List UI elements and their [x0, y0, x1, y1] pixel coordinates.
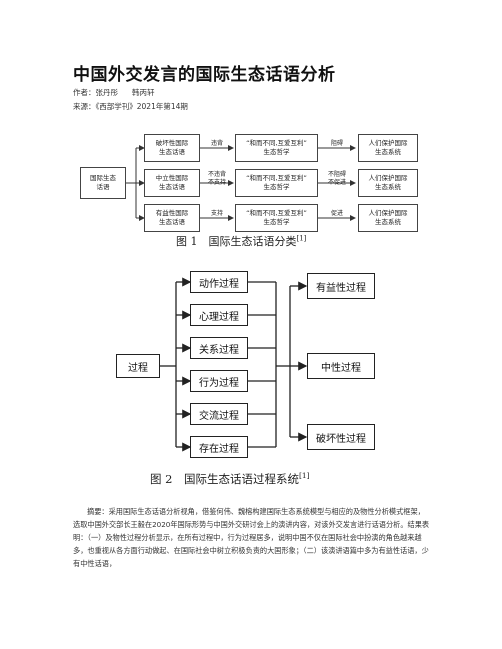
- behavioral-process-box: 行为过程: [190, 370, 248, 392]
- beneficial-discourse-box: 有益性国际 生态话语: [144, 204, 200, 232]
- process-root-box: 过程: [116, 354, 160, 378]
- action-process-box: 动作过程: [190, 271, 248, 293]
- effect-hinder-label: 阻碍: [330, 140, 343, 147]
- destructive-process-box: 破坏性过程: [307, 424, 375, 450]
- figure-1-caption-ref: [1]: [296, 234, 307, 243]
- communication-process-box: 交流过程: [190, 403, 248, 425]
- document-title: 中国外交发言的国际生态话语分析: [73, 65, 336, 85]
- neutral-process-box: 中性过程: [307, 353, 375, 379]
- relation-support-label: 支持: [210, 210, 223, 217]
- result-box-3: 人们保护国际 生态系统: [358, 204, 418, 232]
- figure-1-caption-text: 图 1 国际生态话语分类: [176, 235, 297, 248]
- figure-2-caption: 图 2 国际生态话语过程系统[1]: [150, 471, 310, 487]
- result-box-2: 人们保护国际 生态系统: [358, 169, 418, 197]
- philosophy-box-3: “和而不同,互爱互利” 生态哲学: [235, 204, 318, 232]
- effect-neutral-label: 不阻碍 不促进: [327, 171, 346, 186]
- philosophy-box-2: “和而不同,互爱互利” 生态哲学: [235, 169, 318, 197]
- root-discourse-box: 国际生态 话语: [80, 167, 126, 199]
- destructive-discourse-box: 破坏性国际 生态话语: [144, 134, 200, 162]
- figure-2-connectors: [160, 277, 308, 452]
- relational-process-box: 关系过程: [190, 337, 248, 359]
- effect-promote-label: 促进: [330, 210, 343, 217]
- authors-line: 作者：张丹彤 韩丙轩: [73, 87, 155, 98]
- author-secondary: 韩丙轩: [132, 88, 155, 97]
- figure-1-connectors: [126, 145, 356, 221]
- philosophy-box-1: “和而不同,互爱互利” 生态哲学: [235, 134, 318, 162]
- source-line: 来源：《西部学刊》2021年第14期: [73, 102, 188, 111]
- author-primary: 作者：张丹彤: [73, 88, 118, 97]
- mental-process-box: 心理过程: [190, 304, 248, 326]
- result-box-1: 人们保护国际 生态系统: [358, 134, 418, 162]
- existential-process-box: 存在过程: [190, 436, 248, 458]
- figure-2-caption-text: 图 2 国际生态话语过程系统: [150, 472, 299, 486]
- figure-2: 过程 动作过程 心理过程 关系过程 行为过程 交流过程 存在过程 有益性过程 中…: [110, 262, 400, 466]
- relation-violate-label: 违背: [210, 140, 223, 147]
- figure-1: 国际生态 话语 破坏性国际 生态话语 中立性国际 生态话语 有益性国际 生态话语…: [80, 126, 425, 244]
- figure-2-caption-ref: [1]: [298, 471, 310, 481]
- beneficial-process-box: 有益性过程: [307, 273, 375, 299]
- relation-neutral-label: 不违背 不支持: [207, 171, 226, 186]
- neutral-discourse-box: 中立性国际 生态话语: [144, 169, 200, 197]
- figure-1-caption: 图 1 国际生态话语分类[1]: [176, 233, 306, 249]
- abstract-paragraph: 摘要：采用国际生态话语分析视角，借鉴何伟、魏榕构建国际生态系统模型与相应的及物性…: [73, 507, 430, 568]
